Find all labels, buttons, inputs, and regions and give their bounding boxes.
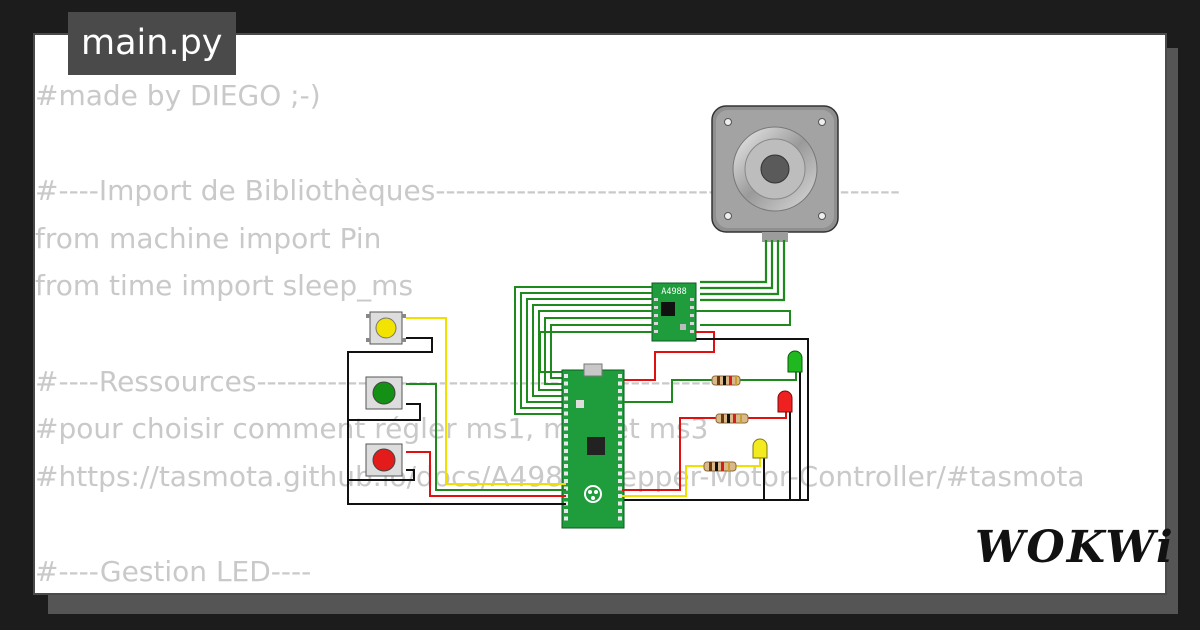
code-editor: #made by DIEGO ;-) #----Import de Biblio…	[35, 72, 1130, 596]
green-led[interactable]	[787, 350, 803, 373]
ground-wire	[622, 338, 809, 501]
yellow-led[interactable]	[752, 438, 768, 459]
code-line: from machine import Pin	[35, 221, 382, 255]
button-wires	[347, 317, 566, 505]
power-wire-red	[622, 331, 715, 381]
file-tab-main-py[interactable]: main.py	[68, 12, 236, 75]
code-line: #made by DIEGO ;-)	[35, 79, 321, 112]
green-button[interactable]	[365, 376, 403, 410]
led-wires	[622, 370, 801, 500]
red-led[interactable]	[777, 390, 793, 413]
motor-wires	[700, 240, 786, 302]
a4988-driver[interactable]: A4988	[651, 282, 697, 342]
resistor-1[interactable]	[711, 375, 741, 386]
resistor-2[interactable]	[715, 413, 749, 424]
wokwi-logo: WOKWi	[975, 522, 1175, 573]
yellow-button[interactable]	[366, 311, 406, 345]
raspberry-pi-pico[interactable]	[561, 363, 625, 529]
stepper-motor[interactable]	[711, 105, 839, 242]
code-line: #----Gestion LED----	[35, 554, 312, 588]
svg-text:A4988: A4988	[661, 287, 687, 297]
driver-to-pico-wires	[514, 286, 791, 415]
code-line: from time import sleep_ms	[35, 269, 414, 303]
code-line: #pour choisir comment régler ms1, ms2 et…	[35, 412, 709, 446]
red-button[interactable]	[365, 443, 403, 477]
resistor-3[interactable]	[703, 461, 737, 472]
code-line: #https://tasmota.github.io/docs/A4988-St…	[35, 459, 1085, 493]
